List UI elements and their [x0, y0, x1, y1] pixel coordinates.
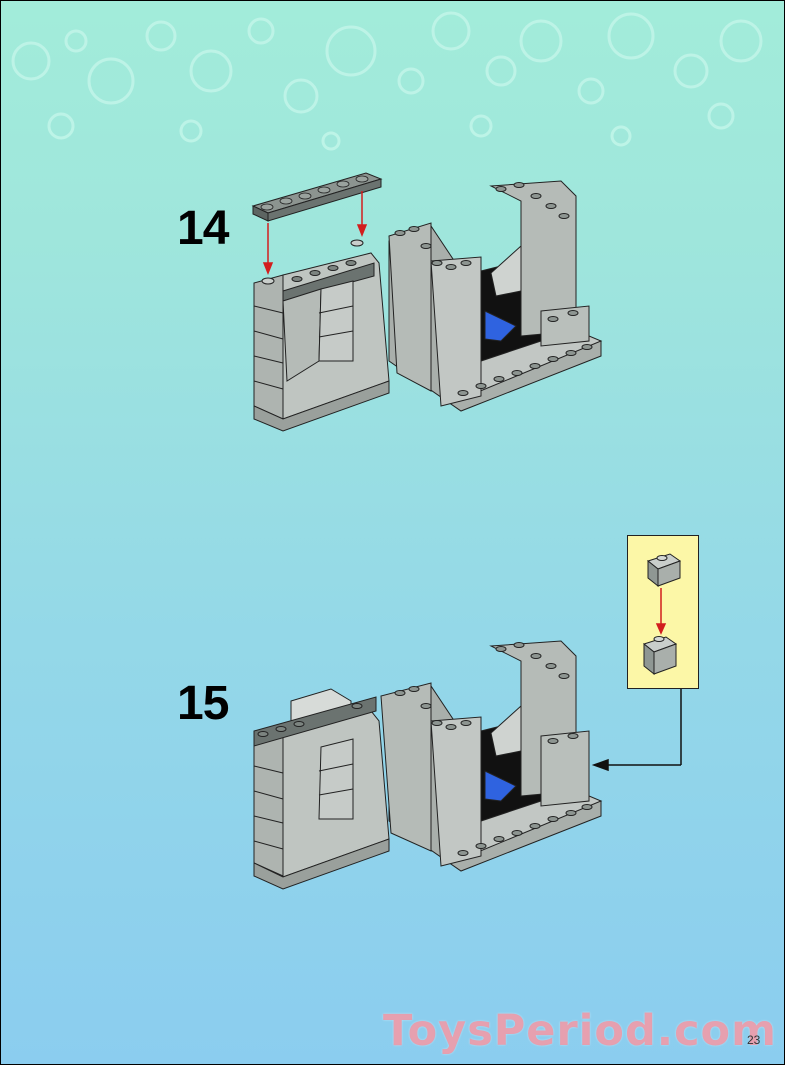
brick-2x2-icon	[642, 553, 682, 676]
callout-arrow-icon	[591, 688, 682, 772]
right-structure	[388, 180, 603, 412]
left-wall	[253, 239, 390, 432]
step-number-14: 14	[177, 202, 229, 255]
bubble-pattern-icon	[11, 11, 763, 151]
watermark: ToysPeriod.com	[383, 1006, 777, 1056]
left-wall	[253, 688, 390, 890]
sub-assembly-callout	[627, 535, 699, 689]
red-arrow-icon	[262, 191, 368, 276]
step-number-15: 15	[177, 677, 229, 730]
page-number: 23	[747, 1033, 761, 1047]
dark-plate-1x6	[251, 172, 383, 222]
right-structure	[380, 640, 603, 872]
